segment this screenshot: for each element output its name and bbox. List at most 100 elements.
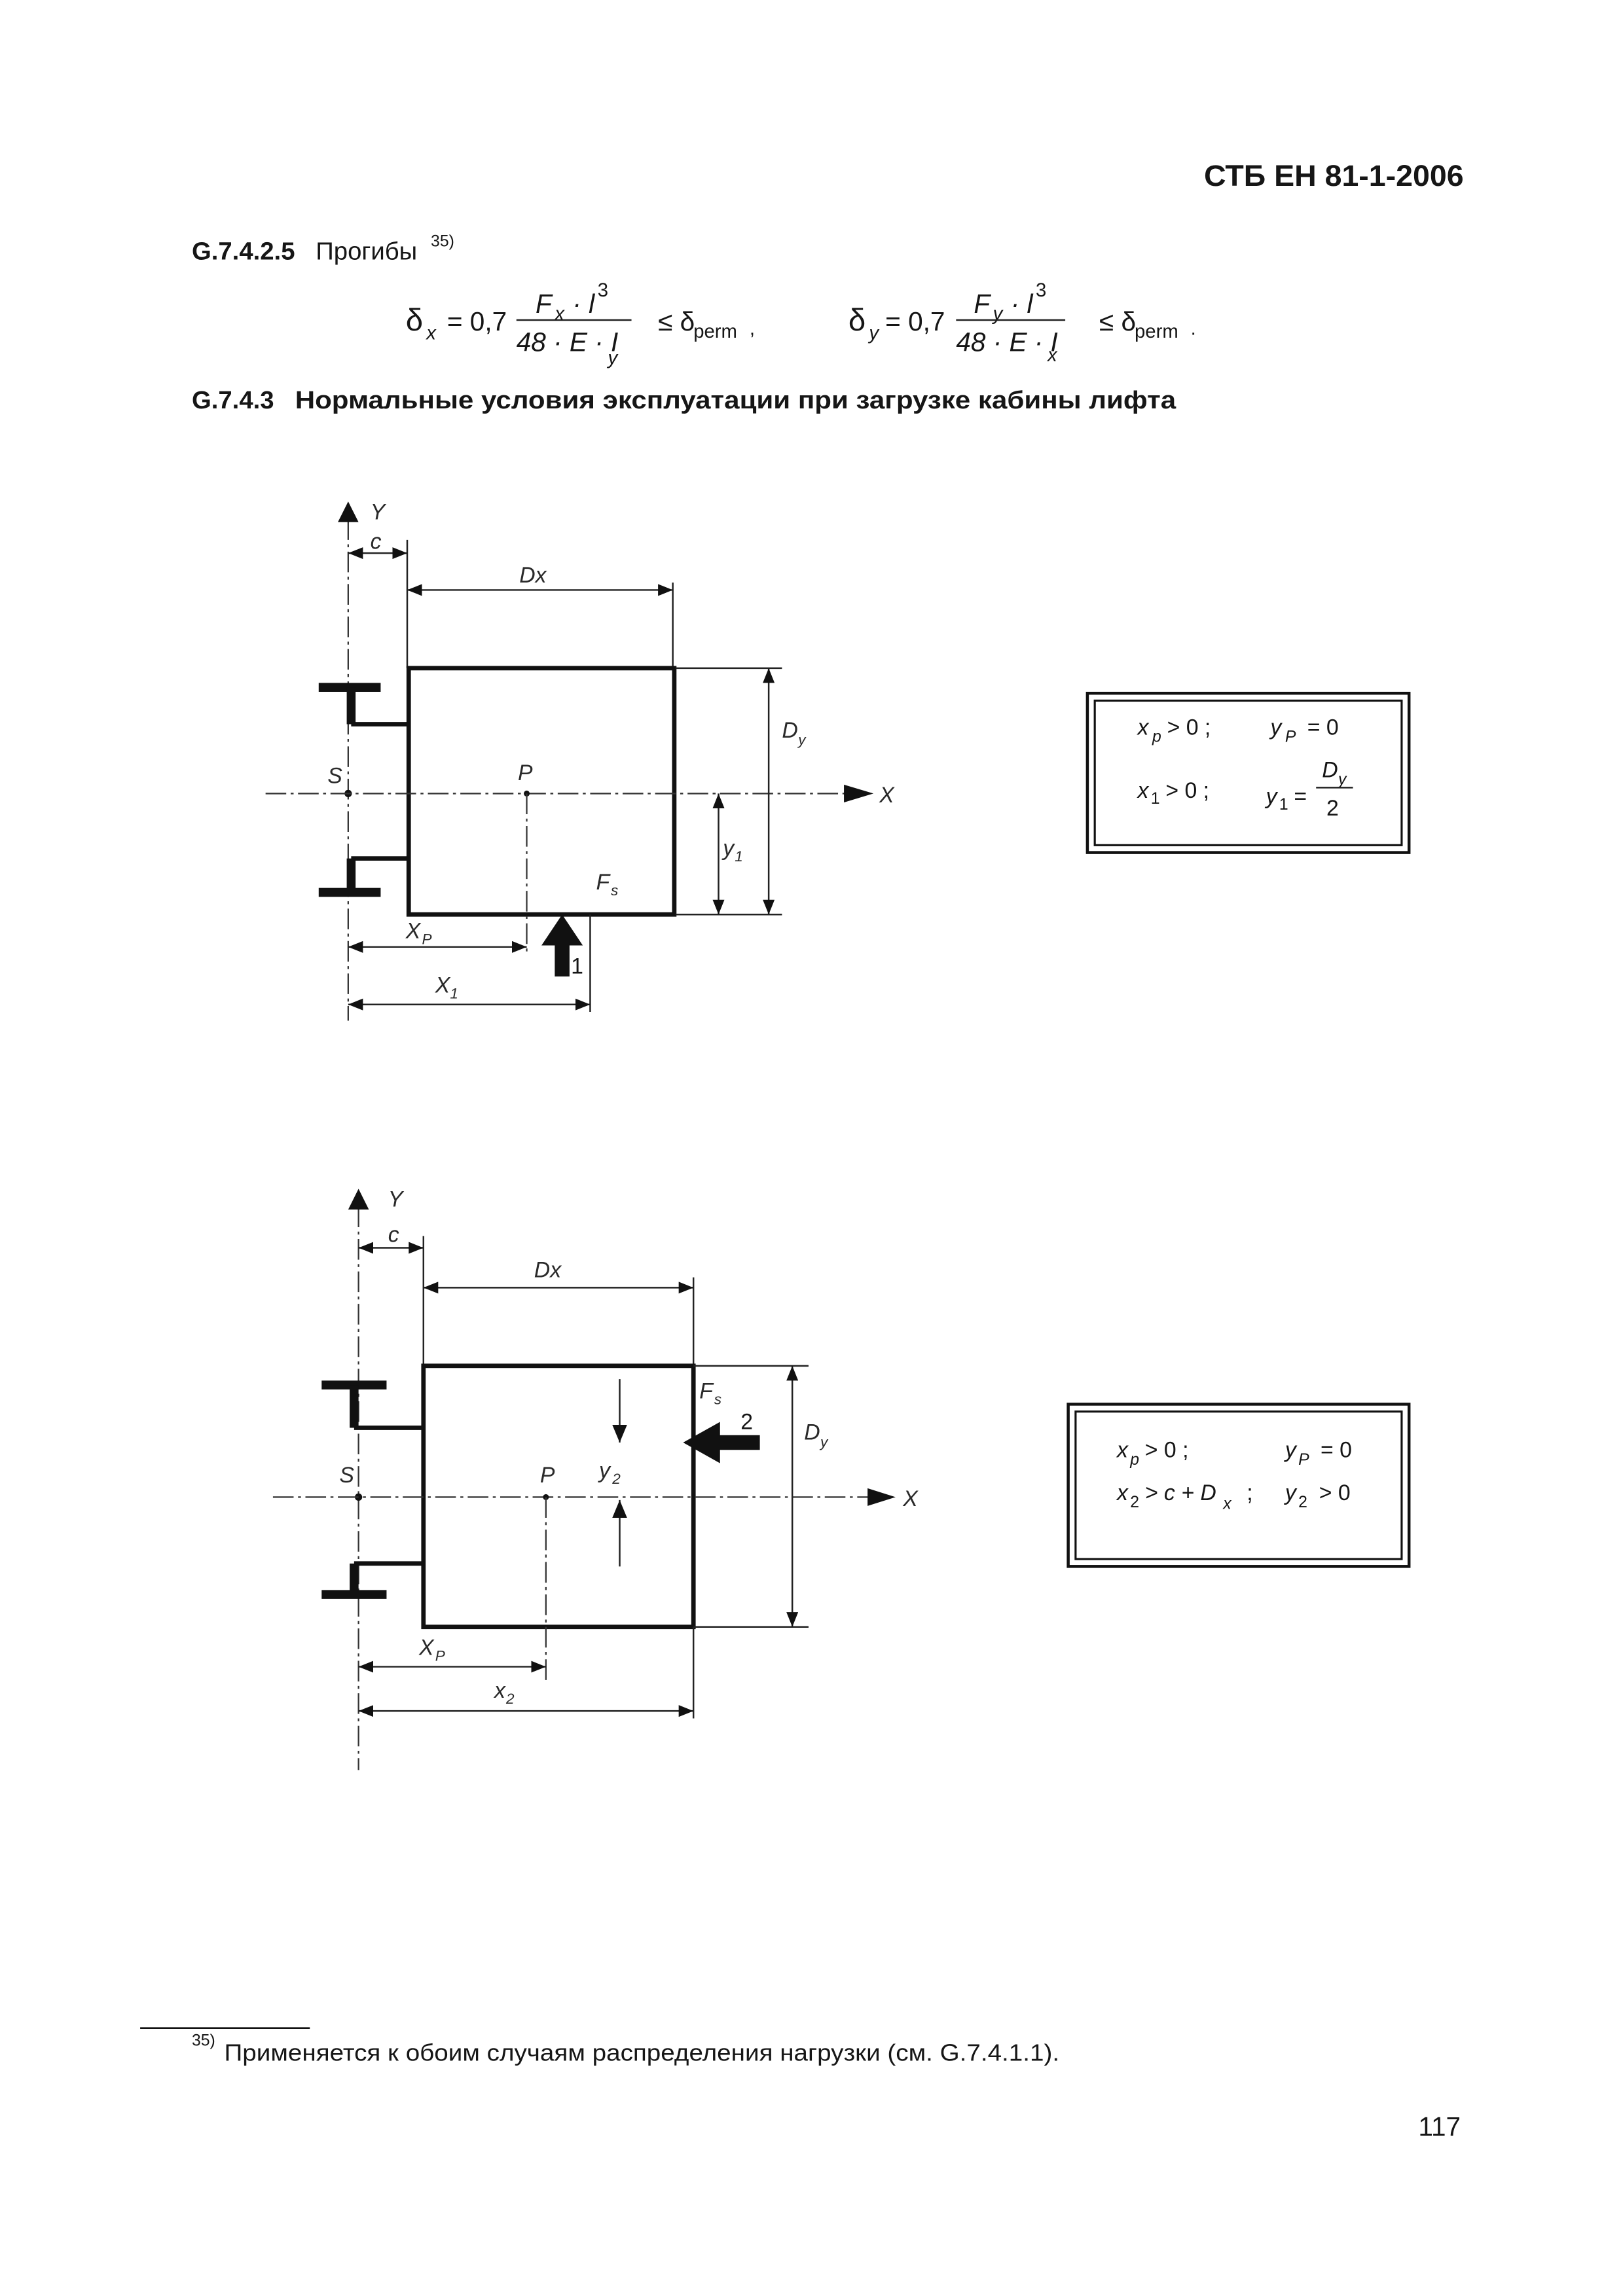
force-number: 2 xyxy=(740,1410,753,1435)
x1-subscript: 1 xyxy=(450,986,458,1002)
section-number-load: G.7.4.3 xyxy=(192,386,274,414)
p-label: P xyxy=(518,761,533,785)
numerator-exponent: 3 xyxy=(1036,279,1046,301)
load-diagram-1: Y c Dx S X P D y y 1 xyxy=(265,499,895,1021)
y2-relation: > 0 xyxy=(1319,1480,1351,1505)
conditions-box-2: x p > 0 ; y P = 0 x 2 > c + D x ; y 2 > … xyxy=(1067,1403,1411,1568)
numerator-force-subscript: x xyxy=(553,303,565,325)
x1-subscript: 1 xyxy=(1151,790,1160,808)
xp-label: X xyxy=(418,1636,435,1660)
delta-symbol: δ xyxy=(848,303,866,338)
box-inner-frame xyxy=(1093,699,1403,846)
x2-subscript: 2 xyxy=(505,1691,515,1707)
guide-rail-bottom xyxy=(318,856,409,897)
xp-subscript: P xyxy=(422,931,432,947)
formula-punctuation: , xyxy=(750,318,755,340)
x-axis-arrow xyxy=(867,1488,896,1506)
force-arrow-left xyxy=(683,1422,760,1463)
y2-label: y xyxy=(598,1458,611,1483)
limit-symbol: ≤ δ xyxy=(1099,306,1136,336)
box-inner-frame xyxy=(1074,1410,1403,1560)
c-label: c xyxy=(371,529,382,554)
dx-label: Dx xyxy=(534,1258,562,1283)
numerator-exponent: 3 xyxy=(598,279,608,301)
denominator-subscript: y xyxy=(606,348,619,369)
x2-relation-end: ; xyxy=(1247,1480,1252,1505)
force-number: 1 xyxy=(571,954,583,978)
x-axis-label: X xyxy=(879,783,895,808)
limit-symbol: ≤ δ xyxy=(658,306,695,336)
yp-subscript: P xyxy=(1298,1451,1309,1469)
x2-subscript: 2 xyxy=(1130,1494,1139,1511)
x1-relation: > 0 ; xyxy=(1165,778,1209,803)
force-arrow-up xyxy=(541,914,583,977)
limit-subscript: perm xyxy=(693,321,737,342)
numerator-force: F xyxy=(536,289,553,319)
y2-variable: y xyxy=(1284,1480,1298,1505)
footnote-marker: 35) xyxy=(192,2032,215,2050)
standard-id: СТБ ЕН 81-1-2006 xyxy=(1204,159,1464,192)
s-label: S xyxy=(327,764,342,789)
load-diagram-2: Y c Dx S X P y 2 F s 2 xyxy=(272,1187,919,1770)
fs-subscript: s xyxy=(611,882,618,899)
formula-delta-x: δ x = 0,7 F x · l 3 48 · E · I y ≤ δ per… xyxy=(406,279,755,369)
formula-delta-y: δ y = 0,7 F y · l 3 48 · E · I x ≤ δ per… xyxy=(848,279,1196,366)
fraction-denominator: 2 xyxy=(1326,796,1339,821)
numerator-force: F xyxy=(974,289,991,319)
limit-subscript: perm xyxy=(1135,321,1178,342)
footnote-text: Применяется к обоим случаям распределени… xyxy=(225,2039,1060,2066)
yp-variable: y xyxy=(1269,715,1283,740)
x2-relation-subscript: x xyxy=(1222,1495,1232,1513)
x1-variable: x xyxy=(1137,778,1150,803)
p-label: P xyxy=(540,1463,555,1488)
fs-subscript: s xyxy=(714,1391,721,1407)
fs-label: F xyxy=(596,870,611,895)
numerator-force-subscript: y xyxy=(992,303,1004,325)
xp-relation: > 0 ; xyxy=(1167,715,1211,740)
xp-subscript: p xyxy=(1152,728,1161,746)
denominator-subscript: x xyxy=(1046,344,1058,366)
y-axis-label: Y xyxy=(371,499,387,524)
y1-subscript: 1 xyxy=(735,848,743,865)
guide-rail-bottom xyxy=(321,1561,424,1599)
dx-label: Dx xyxy=(519,563,547,588)
y1-subscript: 1 xyxy=(1279,796,1288,814)
delta-subscript: x xyxy=(425,322,437,344)
coefficient: = 0,7 xyxy=(447,306,507,336)
x-axis-label: X xyxy=(902,1486,919,1511)
y2-subscript: 2 xyxy=(1298,1494,1307,1511)
dy-label: D xyxy=(804,1420,820,1445)
footnote-reference: 35) xyxy=(431,232,454,250)
delta-symbol: δ xyxy=(406,303,423,338)
x1-label: X xyxy=(435,973,451,998)
delta-subscript: y xyxy=(867,322,880,344)
box-outer-frame xyxy=(1067,1403,1411,1568)
y-axis-arrow xyxy=(338,501,359,522)
conditions-box-1: x p > 0 ; y P = 0 x 1 > 0 ; y 1 = D y 2 xyxy=(1085,691,1411,854)
y1-relation: = xyxy=(1294,784,1307,809)
y1-label: y xyxy=(721,836,735,861)
s-label: S xyxy=(339,1463,354,1488)
section-title-deflections: Прогибы xyxy=(316,238,417,266)
y-axis-label: Y xyxy=(388,1187,405,1211)
x2-relation: > c + D xyxy=(1145,1480,1216,1505)
x-axis-arrow xyxy=(844,784,874,802)
fraction-numerator-subscript: y xyxy=(1337,771,1347,789)
xp-variable: x xyxy=(1116,1438,1129,1463)
guide-rail-top xyxy=(318,683,409,726)
coefficient: = 0,7 xyxy=(885,306,945,336)
fraction-numerator: D xyxy=(1322,758,1338,783)
dy-subscript: y xyxy=(819,1434,829,1450)
xp-label: X xyxy=(405,918,422,943)
c-label: c xyxy=(388,1223,399,1247)
xp-relation: > 0 ; xyxy=(1145,1438,1189,1463)
yp-relation: = 0 xyxy=(1307,715,1339,740)
xp-subscript: p xyxy=(1129,1451,1139,1469)
box-outer-frame xyxy=(1085,691,1411,854)
fs-label: F xyxy=(699,1378,714,1403)
x2-label: x xyxy=(493,1678,506,1703)
denominator: 48 · E · I xyxy=(956,327,1057,357)
denominator: 48 · E · I xyxy=(517,327,618,357)
